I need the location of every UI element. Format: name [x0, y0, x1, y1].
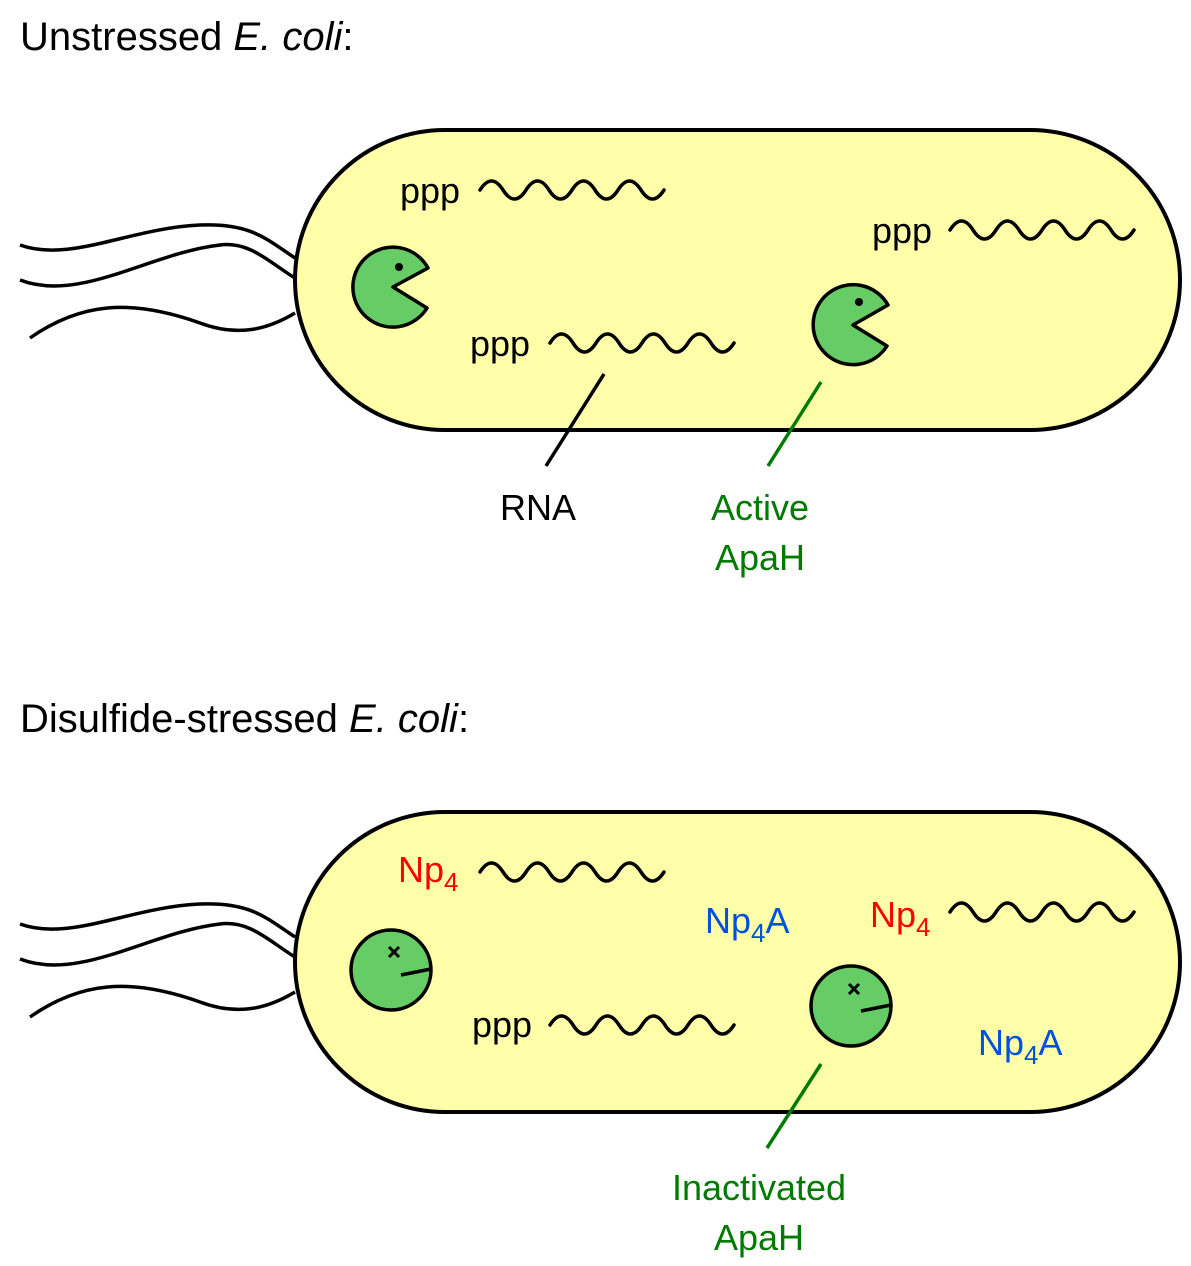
- rna-strand: ppp: [472, 1004, 736, 1045]
- enzyme-x-eye-icon: [847, 982, 861, 996]
- rna-cap-label: ppp: [400, 170, 460, 211]
- rna-cap-label: ppp: [470, 323, 530, 364]
- panel-1-heading: Unstressed E. coli:: [20, 15, 353, 59]
- inactivated-apah-callout-line: [765, 1063, 823, 1149]
- np4a-molecule: Np4A: [978, 1022, 1063, 1070]
- np4-cap-label: Np4: [398, 849, 459, 897]
- cell-body-unstressed: [293, 128, 1182, 432]
- enzyme-eye-icon: [855, 298, 863, 306]
- rna-cap-label: ppp: [472, 1004, 532, 1045]
- inactivated-apah-label-line-2: ApaH: [714, 1217, 804, 1258]
- active-apah-label-line-2: ApaH: [715, 537, 805, 578]
- rna-strand: ppp: [400, 170, 666, 211]
- flagella-1: [18, 223, 297, 340]
- np4a-molecule: Np4A: [705, 900, 790, 948]
- active-apah-label-line-1: Active: [711, 487, 809, 528]
- enzyme-x-eye-icon: [387, 945, 401, 959]
- np4-capped-rna: Np4: [870, 894, 1136, 942]
- inactivated-apah-label-line-1: Inactivated: [672, 1167, 846, 1208]
- np4-cap-label: Np4: [870, 894, 931, 942]
- inactivated-apah-enzyme: [349, 928, 433, 1012]
- active-apah-enzyme: [351, 245, 430, 329]
- panel-2-heading: Disulfide-stressed E. coli:: [20, 697, 469, 741]
- np4-capped-rna: Np4: [398, 849, 666, 897]
- rna-strand: ppp: [470, 323, 736, 364]
- rna-strand: ppp: [872, 210, 1136, 251]
- rna-cap-label: ppp: [872, 210, 932, 251]
- active-apah-enzyme: [811, 282, 890, 367]
- rna-callout-label: RNA: [500, 487, 576, 528]
- active-apah-callout-line: [766, 381, 823, 467]
- flagella-2: [18, 902, 297, 1019]
- cell-body-stressed: [293, 810, 1182, 1114]
- rna-callout-line: [544, 373, 606, 467]
- enzyme-eye-icon: [395, 263, 403, 271]
- inactivated-apah-enzyme: [809, 964, 893, 1048]
